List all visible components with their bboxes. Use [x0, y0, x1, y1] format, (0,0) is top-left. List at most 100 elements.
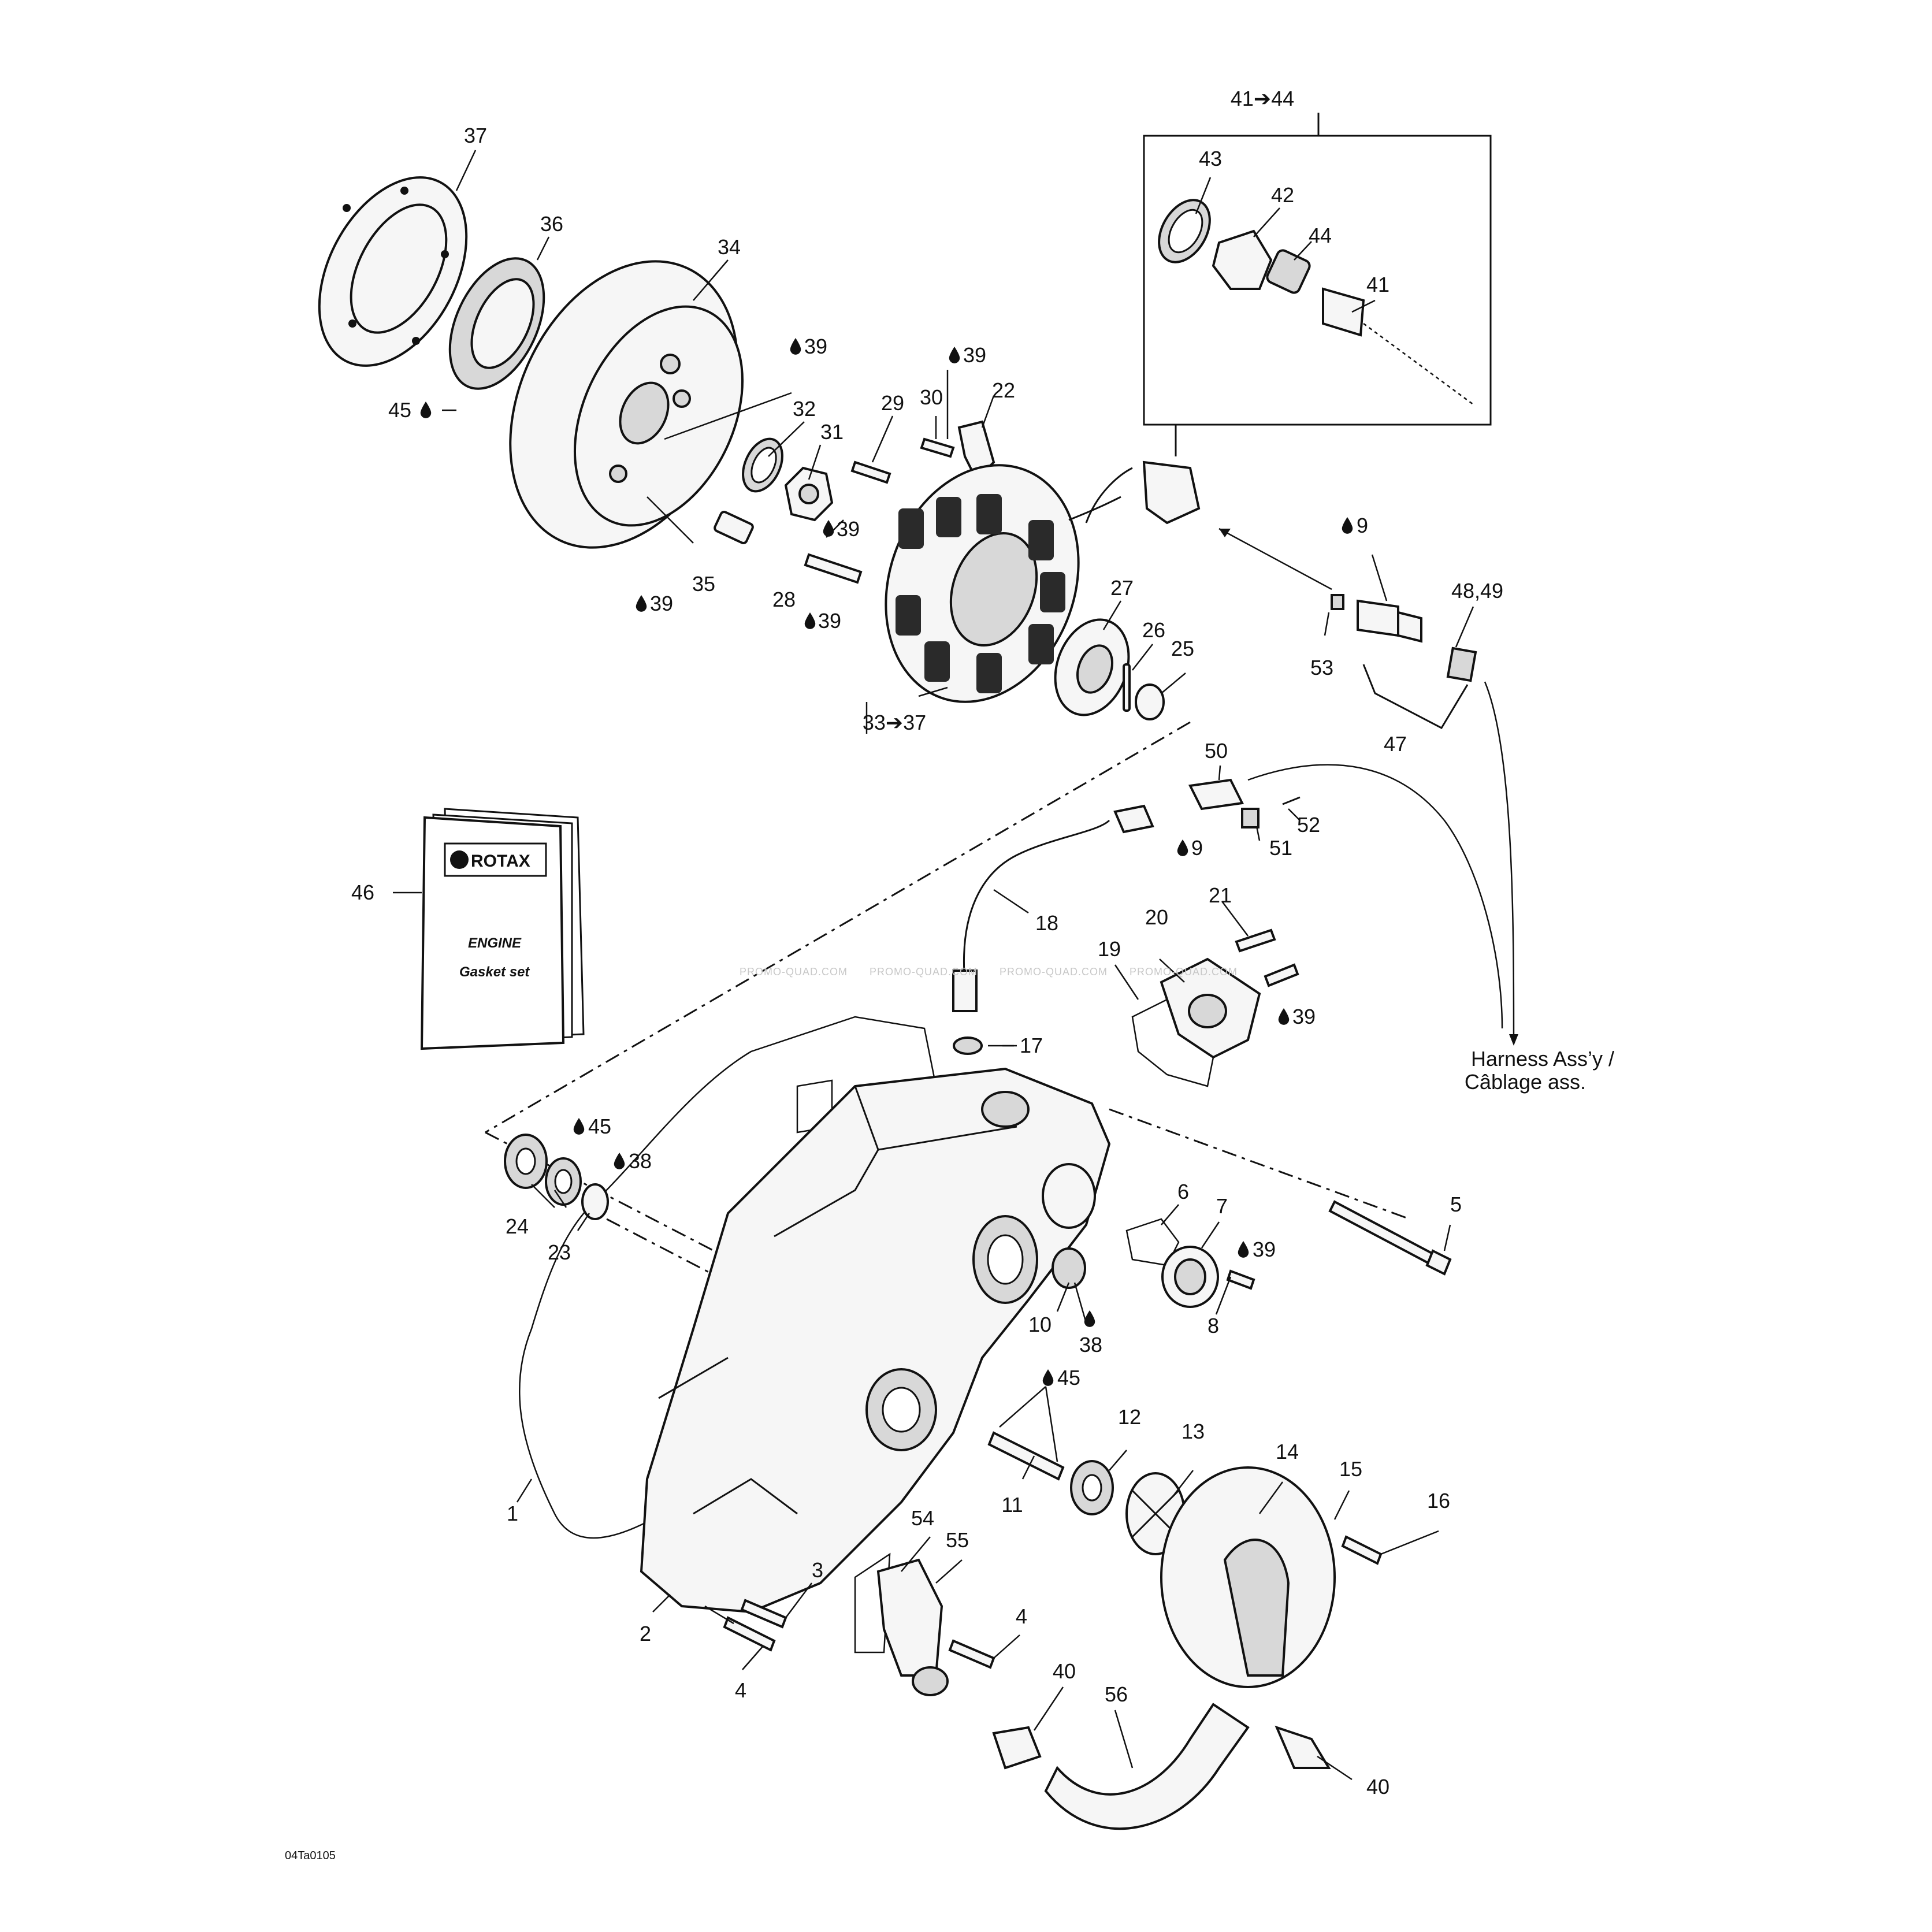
callout-48-49: 48,49	[1451, 579, 1503, 603]
callout-18: 18	[1035, 911, 1058, 935]
callout-53: 53	[1310, 656, 1333, 679]
lubricant-drop-icon	[1278, 1008, 1290, 1025]
callout-20: 20	[1145, 905, 1168, 929]
figure-code: 04Ta0105	[285, 1849, 336, 1862]
callout-39g: 39	[1253, 1238, 1276, 1261]
hose-part-56	[1044, 1703, 1250, 1830]
screw-part-30	[920, 437, 955, 458]
callout-13: 13	[1182, 1420, 1205, 1443]
sprague-clutch-bearing-part-36	[448, 257, 545, 390]
bolt-part-35	[714, 510, 754, 545]
callout-17: 17	[1020, 1034, 1043, 1057]
lock-part-51	[1241, 808, 1259, 828]
callout-36: 36	[540, 212, 563, 236]
callout-5: 5	[1450, 1192, 1462, 1216]
callout-39b: 39	[963, 343, 986, 367]
callout-39a: 39	[804, 335, 827, 358]
lubricant-drop-icon	[790, 338, 801, 355]
washer-part-32	[742, 437, 783, 493]
shaft-part-11	[987, 1431, 1065, 1481]
lubricant-drop-icon	[573, 1118, 585, 1135]
connector-part-50	[1188, 764, 1503, 1029]
callout-38a: 38	[629, 1149, 652, 1173]
connector-assembly-part-47	[1218, 527, 1518, 1046]
screw-part-16	[1341, 1535, 1383, 1565]
callout-56: 56	[1105, 1682, 1128, 1706]
callout-12: 12	[1118, 1405, 1141, 1429]
callout-34: 34	[718, 235, 741, 259]
callout-25: 25	[1171, 637, 1194, 660]
leader-lines	[393, 150, 1474, 1781]
svg-text:PROMO-QUAD.COM: PROMO-QUAD.COM	[1000, 966, 1108, 978]
manual-line2: Gasket set	[459, 964, 530, 980]
seal-part-44	[1266, 249, 1311, 294]
washer-part-17	[953, 1036, 983, 1055]
screw-part-8	[1226, 1269, 1255, 1290]
callout-24: 24	[506, 1214, 529, 1238]
seal-part-10	[1052, 1247, 1086, 1289]
callout-38b: 38	[1079, 1333, 1102, 1357]
nut-part-31	[784, 466, 834, 522]
watermark: PROMO-QUAD.COM PROMO-QUAD.COM PROMO-QUAD…	[740, 966, 1237, 978]
gasket-set-manual-part-46: ROTAX ENGINE Gasket set	[420, 808, 585, 1050]
crankcase-cover	[640, 1067, 1111, 1614]
callout-44: 44	[1309, 224, 1332, 247]
callout-45a: 45	[388, 398, 411, 422]
cap-part-7	[1161, 1246, 1219, 1308]
callout-55: 55	[946, 1528, 969, 1552]
lubricant-drop-icon	[420, 402, 432, 418]
thermostat-housing-part-55	[876, 1558, 949, 1696]
callout-23: 23	[548, 1240, 571, 1264]
screws-part-3-4-left	[723, 1599, 787, 1652]
callout-50: 50	[1205, 739, 1228, 763]
callout-35: 35	[692, 572, 715, 596]
callout-19: 19	[1098, 937, 1121, 961]
manual-line1: ENGINE	[468, 935, 522, 951]
callout-16: 16	[1427, 1489, 1450, 1513]
cap-part-25	[1135, 683, 1165, 720]
screw-part-21	[1235, 928, 1299, 987]
harness-note-line2: Câblage ass.	[1465, 1070, 1586, 1094]
flywheel-part-34	[509, 260, 744, 549]
long-bolt-part-5	[1328, 1200, 1452, 1276]
callout-labels: 37 36 34 45 39 39 32 31 29 30 22 39 39 3…	[351, 124, 1614, 1799]
lubricant-drop-icon	[1238, 1241, 1249, 1258]
seal-ring-part-43	[1158, 199, 1211, 263]
callout-52: 52	[1297, 813, 1320, 837]
water-pump-housing-part-14	[1160, 1466, 1336, 1688]
screw-part-28	[804, 553, 863, 584]
lubricant-drop-icon	[949, 347, 960, 363]
callout-39d: 39	[650, 592, 673, 615]
lubricant-drop-icon	[804, 612, 816, 629]
callout-47: 47	[1384, 732, 1407, 756]
callout-43: 43	[1199, 147, 1222, 170]
callout-6: 6	[1177, 1180, 1189, 1203]
screw-part-29	[850, 460, 891, 484]
callout-10: 10	[1028, 1313, 1052, 1336]
stator-harness-connector	[1085, 460, 1201, 525]
callout-33-37: 33➔37	[863, 711, 926, 734]
callout-4a: 4	[735, 1678, 746, 1702]
lubricant-drop-icon	[823, 520, 834, 537]
callout-3: 3	[812, 1558, 823, 1582]
cover-part-20	[1160, 957, 1261, 1059]
callout-54: 54	[911, 1506, 934, 1530]
callout-37: 37	[464, 124, 487, 147]
callout-45b: 45	[588, 1114, 611, 1138]
clamp-part-40-right	[1275, 1725, 1331, 1769]
wire-connector-part-41	[1322, 287, 1474, 406]
callout-1: 1	[507, 1502, 518, 1525]
seal-part-23	[581, 1183, 609, 1220]
callout-39e: 39	[818, 609, 841, 633]
callout-39f: 39	[1292, 1005, 1316, 1028]
stator-assembly-part-33	[885, 464, 1121, 703]
callout-22: 22	[992, 378, 1015, 402]
lubricant-drop-icon	[636, 595, 647, 612]
callout-51: 51	[1269, 836, 1292, 860]
svg-text:PROMO-QUAD.COM: PROMO-QUAD.COM	[740, 966, 848, 978]
manual-brand: ROTAX	[471, 852, 530, 871]
kit-box-label: 41➔44	[1231, 87, 1294, 110]
lubricant-drop-icon	[614, 1153, 625, 1169]
callout-42: 42	[1271, 183, 1294, 207]
